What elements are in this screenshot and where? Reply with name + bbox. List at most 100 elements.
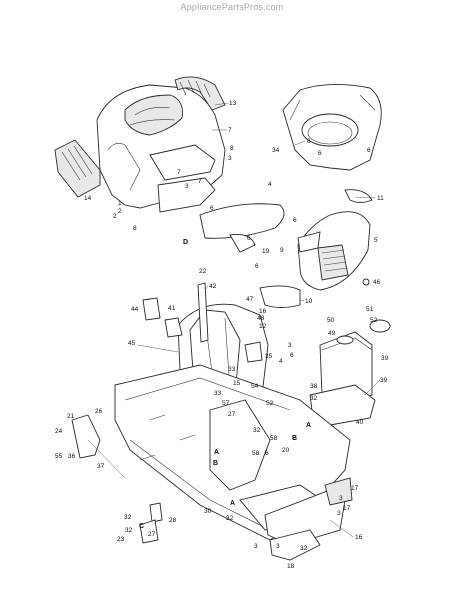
callout-label: 19 xyxy=(262,248,270,255)
callout-label: 6 xyxy=(255,263,259,270)
callout-label: 50 xyxy=(327,317,335,324)
callout-label: 20 xyxy=(282,447,290,454)
callout-label: 47 xyxy=(246,296,254,303)
callout-label: 39 xyxy=(381,355,389,362)
callout-label: 30 xyxy=(204,508,212,515)
ref-letter: D xyxy=(183,239,188,246)
leader-lines xyxy=(204,102,381,538)
callout-label: 33 xyxy=(228,366,236,373)
callout-label: 52 xyxy=(370,317,378,324)
callout-label: 2 xyxy=(113,213,117,220)
callout-label: 6 xyxy=(307,138,311,145)
callout-label: 10 xyxy=(305,298,313,305)
callout-label: 6 xyxy=(247,235,251,242)
callout-label: 6 xyxy=(290,352,294,359)
callout-label: 32 xyxy=(300,545,308,552)
callout-label: 23 xyxy=(117,536,125,543)
callout-label: 6 xyxy=(265,450,269,457)
callout-label: 3 xyxy=(254,543,258,550)
callout-label: 13 xyxy=(229,100,237,107)
callout-label: 21 xyxy=(67,413,75,420)
ref-letter: A xyxy=(306,422,311,429)
callout-label: 32 xyxy=(253,427,261,434)
callout-label: 6 xyxy=(318,150,322,157)
callout-label: 3 xyxy=(228,155,232,162)
callout-label: 24 xyxy=(55,428,63,435)
callout-label: 4 xyxy=(268,181,272,188)
callout-label: 6 xyxy=(210,205,214,212)
callout-label: 48 xyxy=(257,315,265,322)
callout-label: 2 xyxy=(118,208,122,215)
callout-label: 27 xyxy=(148,531,156,538)
callout-label: 58 xyxy=(270,435,278,442)
callout-label: 33 xyxy=(214,390,222,397)
ref-letter: B xyxy=(292,435,297,442)
grille-part xyxy=(54,139,101,198)
callout-label: 7 xyxy=(177,169,181,176)
callout-label: 15 xyxy=(233,380,241,387)
callout-labels: 13 7 8 3 7 3 7 6 6 2 14 9 1 2 6 19 6 8 D… xyxy=(55,100,389,570)
callout-label: 35 xyxy=(265,353,273,360)
callout-label: 18 xyxy=(287,563,295,570)
callout-label: 6 xyxy=(367,147,371,154)
callout-label: 49 xyxy=(328,330,336,337)
callout-label: 4 xyxy=(279,358,283,365)
callout-label: 38 xyxy=(310,383,318,390)
nose-assembly xyxy=(259,189,373,308)
callout-label: 14 xyxy=(84,195,92,202)
callout-label: 3 xyxy=(337,510,341,517)
callout-label: 3 xyxy=(288,342,292,349)
callout-label: 54 xyxy=(251,383,259,390)
callout-label: 16 xyxy=(355,534,363,541)
callout-label: 7 xyxy=(228,127,232,134)
callout-label: 6 xyxy=(293,217,297,224)
callout-label: 27 xyxy=(228,411,236,418)
callout-label: 3 xyxy=(185,183,189,190)
callout-label: 8 xyxy=(133,225,137,232)
callout-label: 26 xyxy=(95,408,103,415)
callout-label: 58 xyxy=(252,450,260,457)
callout-label: 17 xyxy=(343,505,351,512)
ref-letter: B xyxy=(213,460,218,467)
callout-label: 37 xyxy=(97,463,105,470)
callout-label: 57 xyxy=(222,400,230,407)
shroud-assembly xyxy=(282,83,382,171)
callout-label: 32 xyxy=(125,527,133,534)
hood-assembly xyxy=(54,76,285,253)
callout-label: 3 xyxy=(339,495,343,502)
callout-label: 17 xyxy=(351,485,359,492)
callout-label: 12 xyxy=(259,323,267,330)
callout-label: 40 xyxy=(356,419,364,426)
callout-label: 32 xyxy=(124,514,132,521)
callout-label: 39 xyxy=(380,377,388,384)
callout-label: 7 xyxy=(198,178,202,185)
callout-label: 5 xyxy=(374,237,378,244)
callout-label: 44 xyxy=(131,306,139,313)
callout-label: 11 xyxy=(377,195,384,202)
watermark-text: AppliancePartsPros.com xyxy=(180,2,284,12)
callout-label: 28 xyxy=(169,517,177,524)
callout-label: 32 xyxy=(310,395,318,402)
callout-label: 34 xyxy=(272,147,280,154)
ref-letter: A xyxy=(214,449,219,456)
callout-label: 52 xyxy=(266,400,274,407)
callout-label: 45 xyxy=(128,340,136,347)
callout-label: 16 xyxy=(259,308,267,315)
callout-label: 9 xyxy=(280,247,284,254)
callout-label: 36 xyxy=(68,453,76,460)
callout-label: 42 xyxy=(209,283,217,290)
callout-label: 3 xyxy=(276,543,280,550)
ref-letter: A xyxy=(230,500,235,507)
callout-label: 55 xyxy=(55,453,63,460)
callout-label: 41 xyxy=(168,305,176,312)
callout-label: 32 xyxy=(226,515,234,522)
fuel-tank-assembly xyxy=(309,319,391,426)
ref-letter: C xyxy=(139,523,144,530)
callout-label: 1 xyxy=(118,200,122,207)
callout-label: 46 xyxy=(373,279,381,286)
frame-assembly xyxy=(71,364,353,561)
callout-label: 22 xyxy=(199,268,207,275)
callout-label: 51 xyxy=(366,306,374,313)
callout-label: 8 xyxy=(230,145,234,152)
